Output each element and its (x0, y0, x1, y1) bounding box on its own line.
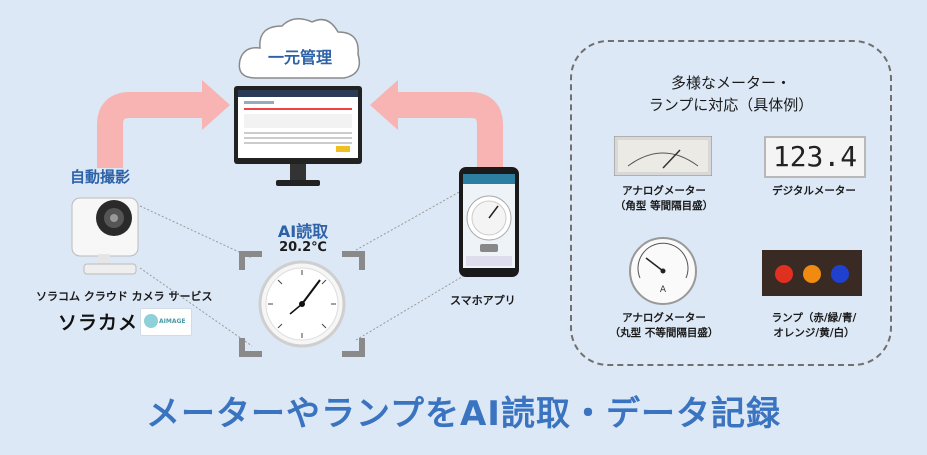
supported-meters-panel (570, 40, 892, 366)
aimage-badge-text: AIMAGE (159, 318, 186, 325)
cloud-icon (238, 18, 361, 79)
item1-label-line1: アナログメーター (622, 185, 706, 197)
item4-label-line1: ランプ（赤/緑/青/ (771, 312, 857, 324)
panel-title-line1: 多様なメーター・ (670, 74, 791, 92)
connector-camera-bottom (139, 267, 253, 347)
digital-meter-display: 123.4 (764, 136, 866, 178)
connector-phone-top (355, 185, 471, 251)
camera-service-label: ソラコム クラウド カメラ サービス (36, 290, 213, 303)
item4-label-line2: オレンジ/黄/白） (773, 327, 855, 339)
svg-text:A: A (660, 285, 667, 295)
cloud-label: 一元管理 (267, 48, 332, 67)
camera-icon (71, 197, 139, 275)
monitor-icon (234, 86, 362, 186)
arrow-right-to-monitor (370, 80, 503, 168)
aimage-badge-icon (144, 314, 158, 328)
lamps-image (762, 250, 862, 296)
smartphone-app-label: スマホアプリ (450, 294, 516, 307)
item3-label-line1: アナログメーター (622, 312, 706, 324)
item3-label-line2: （丸型 不等間隔目盛） (609, 327, 719, 339)
panel-title-line2: ランプに対応（具体例） (648, 96, 814, 114)
item1-label-line2: （角型 等間隔目盛） (614, 200, 714, 212)
temperature-reading: 20.2℃ (279, 240, 327, 255)
headline: メーターやランプをAI読取・データ記録 (146, 394, 781, 434)
square-analog-meter-image (614, 136, 712, 176)
auto-capture-label: 自動撮影 (70, 168, 131, 186)
ai-read-label: AI読取 (277, 222, 329, 241)
sorakame-logo: ソラカメ (58, 312, 139, 334)
smartphone-icon (459, 167, 519, 277)
item2-label-line1: デジタルメーター (772, 185, 856, 197)
connector-camera-top (139, 205, 253, 259)
arrow-left-to-monitor (97, 80, 230, 168)
aimage-badge: AIMAGE (140, 308, 192, 336)
round-analog-meter-image: A (629, 237, 697, 305)
scan-frame-gauge (239, 251, 365, 357)
